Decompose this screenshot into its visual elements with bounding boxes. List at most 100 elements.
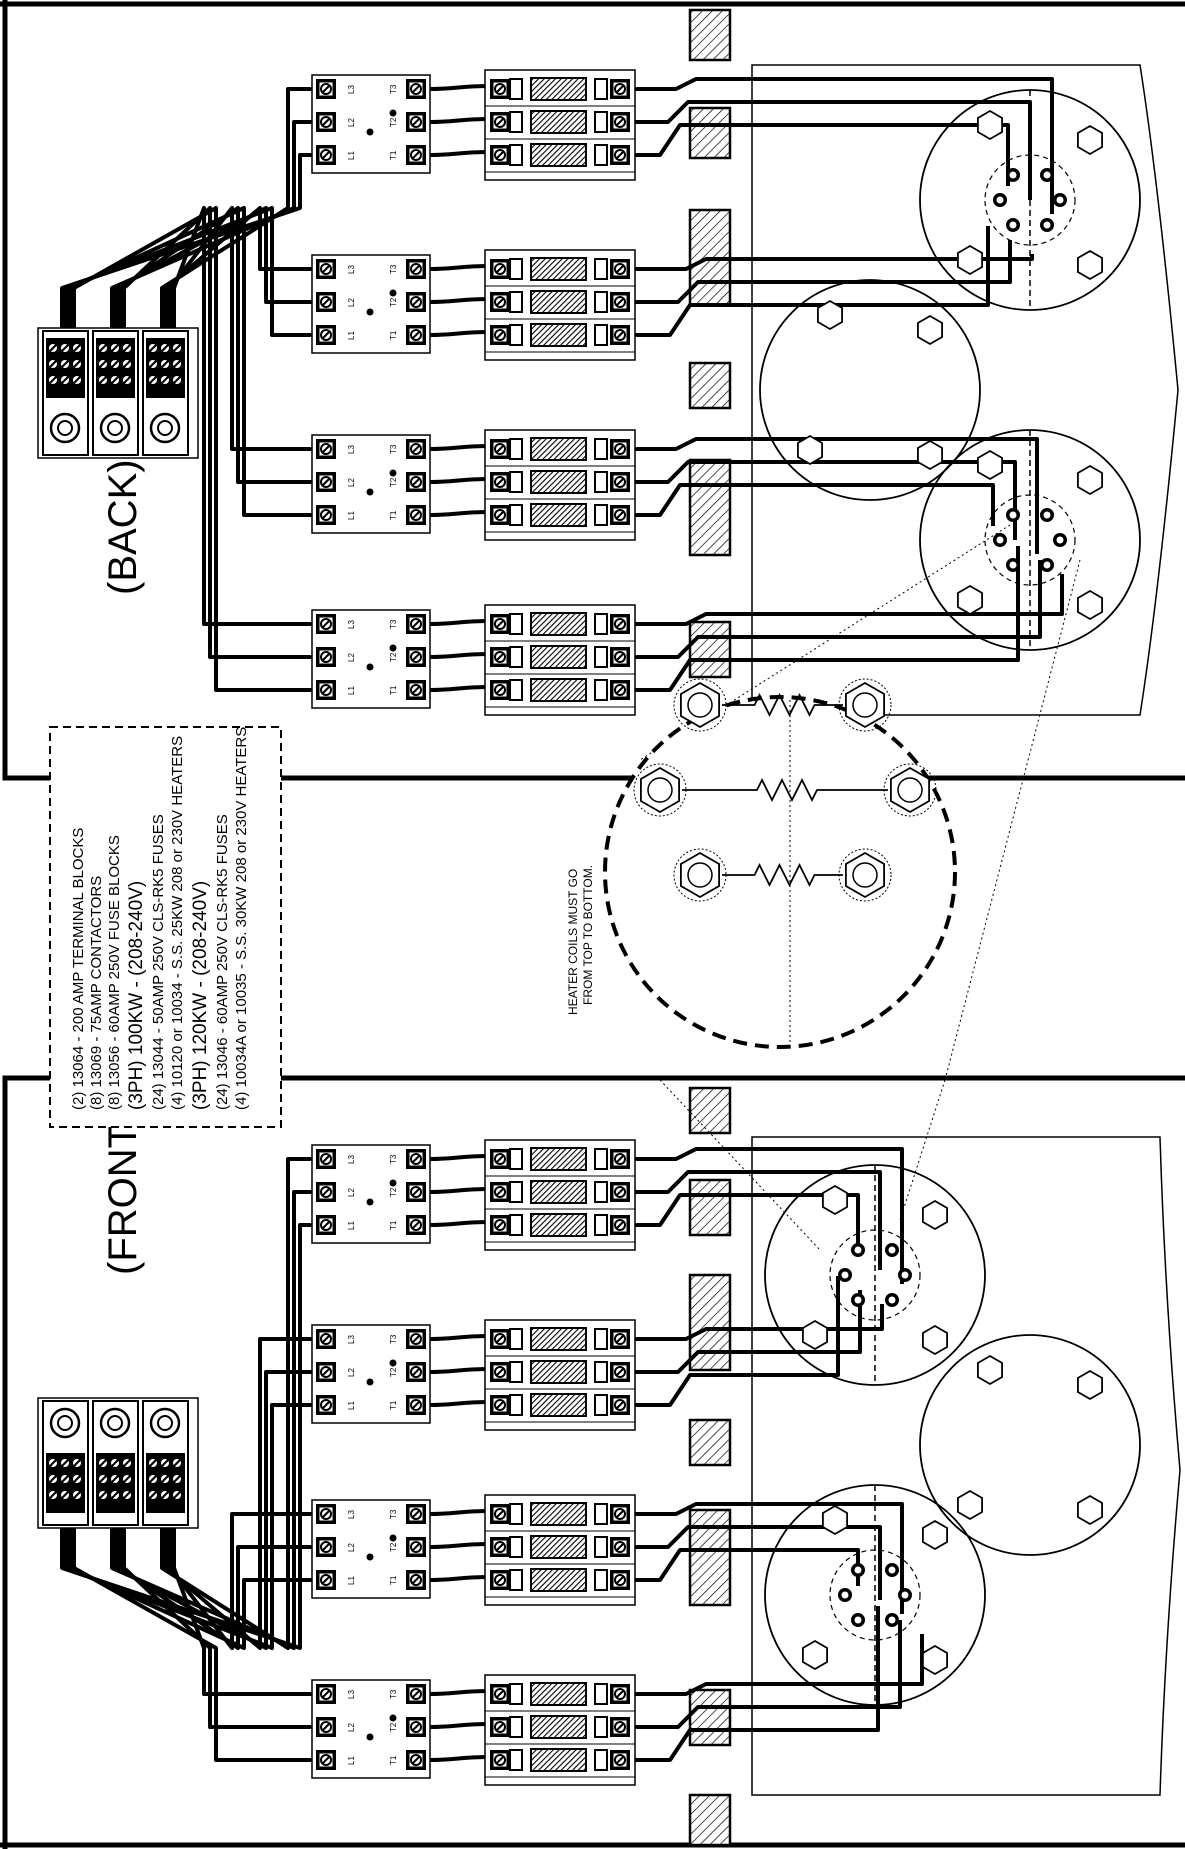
detail-coil-row — [673, 848, 892, 902]
legend-line: (3PH) 120KW - (208-240V) — [190, 881, 211, 1110]
divider-hatch-block — [688, 106, 732, 160]
contactor-load-label: T2 — [389, 1187, 398, 1197]
divider-hatch-block — [688, 458, 732, 557]
legend-line: (3PH) 100KW - (208-240V) — [126, 881, 147, 1110]
contactor-line-label: L3 — [347, 265, 356, 274]
contactor-load-label: T1 — [389, 1755, 398, 1765]
divider-hatch-block — [688, 1418, 732, 1467]
contactor-load-label: T3 — [389, 1334, 398, 1344]
heater-element — [919, 1334, 1141, 1556]
contactor-load-label: T1 — [389, 685, 398, 695]
legend-line: (2) 13064 - 200 AMP TERMINAL BLOCKS — [70, 828, 87, 1110]
contactor: L1 T1 L2 T2 L3 T3 — [311, 74, 431, 174]
divider-hatch-block — [688, 1508, 732, 1607]
contactor-load-label: T1 — [389, 510, 398, 520]
fuse-block — [484, 429, 636, 541]
contactor-load-label: T2 — [389, 1722, 398, 1732]
contactor-line-label: L1 — [347, 151, 356, 160]
contactor-load-label: T1 — [389, 1220, 398, 1230]
divider-hatch-block — [688, 1688, 732, 1747]
contactor-line-label: L3 — [347, 445, 356, 454]
contactor-load-label: T3 — [389, 84, 398, 94]
divider-hatch-block — [688, 361, 732, 410]
contactor-load-label: T3 — [389, 1689, 398, 1699]
heater-element — [919, 89, 1141, 311]
contactor-load-label: T3 — [389, 264, 398, 274]
contactor-line-label: L3 — [347, 1510, 356, 1519]
front-title: (FRONT) — [101, 1111, 145, 1275]
contactor: L1 T1 L2 T2 L3 T3 — [311, 1324, 431, 1424]
contactor-load-label: T2 — [389, 297, 398, 307]
divider-hatch-block — [688, 620, 732, 679]
divider-hatch-block — [688, 1793, 732, 1847]
contactor-line-label: L2 — [347, 298, 356, 307]
contactor-load-label: T3 — [389, 619, 398, 629]
fuse-block — [484, 604, 636, 716]
heater-element — [764, 1164, 986, 1386]
contactor-load-label: T3 — [389, 1509, 398, 1519]
heater-elements — [759, 89, 1141, 1706]
contactor-load-label: T2 — [389, 1367, 398, 1377]
contactor-line-label: L1 — [347, 1401, 356, 1410]
fuse-block — [484, 1319, 636, 1431]
contactor-line-label: L3 — [347, 85, 356, 94]
divider-hatch-block — [688, 1086, 732, 1135]
legend-line: (8) 13056 - 60AMP 250V FUSE BLOCKS — [106, 835, 123, 1110]
contactor-load-label: T1 — [389, 330, 398, 340]
contactor-load-label: T2 — [389, 477, 398, 487]
fuse-block — [484, 1139, 636, 1251]
legend-line: (4) 10034A or 10035 - S.S. 30KW 208 or 2… — [233, 727, 250, 1110]
contactor-load-label: T2 — [389, 117, 398, 127]
divider-hatch-block — [688, 8, 732, 62]
legend-box: (2) 13064 - 200 AMP TERMINAL BLOCKS (8) … — [49, 726, 282, 1128]
contactor-line-label: L1 — [347, 686, 356, 695]
contactor-line-label: L2 — [347, 1368, 356, 1377]
contactor-line-label: L1 — [347, 331, 356, 340]
main-terminal-block — [37, 327, 199, 459]
heater-panel-front — [751, 1136, 1181, 1796]
main-terminal-block — [37, 1397, 199, 1529]
divider-hatch-blocks — [688, 8, 732, 1847]
detail-coil-row — [633, 763, 937, 817]
heater-panel-back — [751, 64, 1179, 716]
heater-element — [919, 429, 1141, 651]
heater-detail-view — [603, 678, 957, 1049]
legend-line: (4) 10120 or 10034 - S.S. 25KW 208 or 23… — [169, 736, 186, 1110]
heater-element — [764, 1484, 986, 1706]
legend-line: (8) 13069 - 75AMP CONTACTORS — [88, 876, 105, 1110]
contactor-line-label: L1 — [347, 511, 356, 520]
contactor-line-label: L1 — [347, 1221, 356, 1230]
heater-coil-note-line2: FROM TOP TO BOTTOM. — [581, 865, 595, 1005]
contactor-line-label: L2 — [347, 653, 356, 662]
back-title: (BACK) — [101, 459, 145, 595]
fuse-block — [484, 1494, 636, 1606]
heater-element — [759, 279, 981, 501]
divider-hatch-block — [688, 1178, 732, 1237]
heater-coil-note-line1: HEATER COILS MUST GO — [566, 869, 580, 1015]
contactor-load-label: T1 — [389, 150, 398, 160]
contactor-line-label: L2 — [347, 1543, 356, 1552]
contactor-load-label: T3 — [389, 1154, 398, 1164]
contactor-load-label: T2 — [389, 1542, 398, 1552]
contactor-line-label: L2 — [347, 1188, 356, 1197]
detail-coil-row — [673, 678, 892, 732]
contactor-load-label: T1 — [389, 1400, 398, 1410]
fuse-block — [484, 249, 636, 361]
contactor-line-label: L2 — [347, 118, 356, 127]
contactor: L1 T1 L2 T2 L3 T3 — [311, 254, 431, 354]
fuse-block — [484, 69, 636, 181]
contactor-line-label: L3 — [347, 1690, 356, 1699]
contactor: L1 T1 L2 T2 L3 T3 — [311, 609, 431, 709]
contactor-line-label: L2 — [347, 1723, 356, 1732]
contactor-line-label: L1 — [347, 1576, 356, 1585]
legend-line: (24) 13044 - 50AMP 250V CLS-RK5 FUSES — [150, 814, 167, 1110]
contactor-load-label: T2 — [389, 652, 398, 662]
contactor-line-label: L3 — [347, 620, 356, 629]
contactor-line-label: L3 — [347, 1335, 356, 1344]
